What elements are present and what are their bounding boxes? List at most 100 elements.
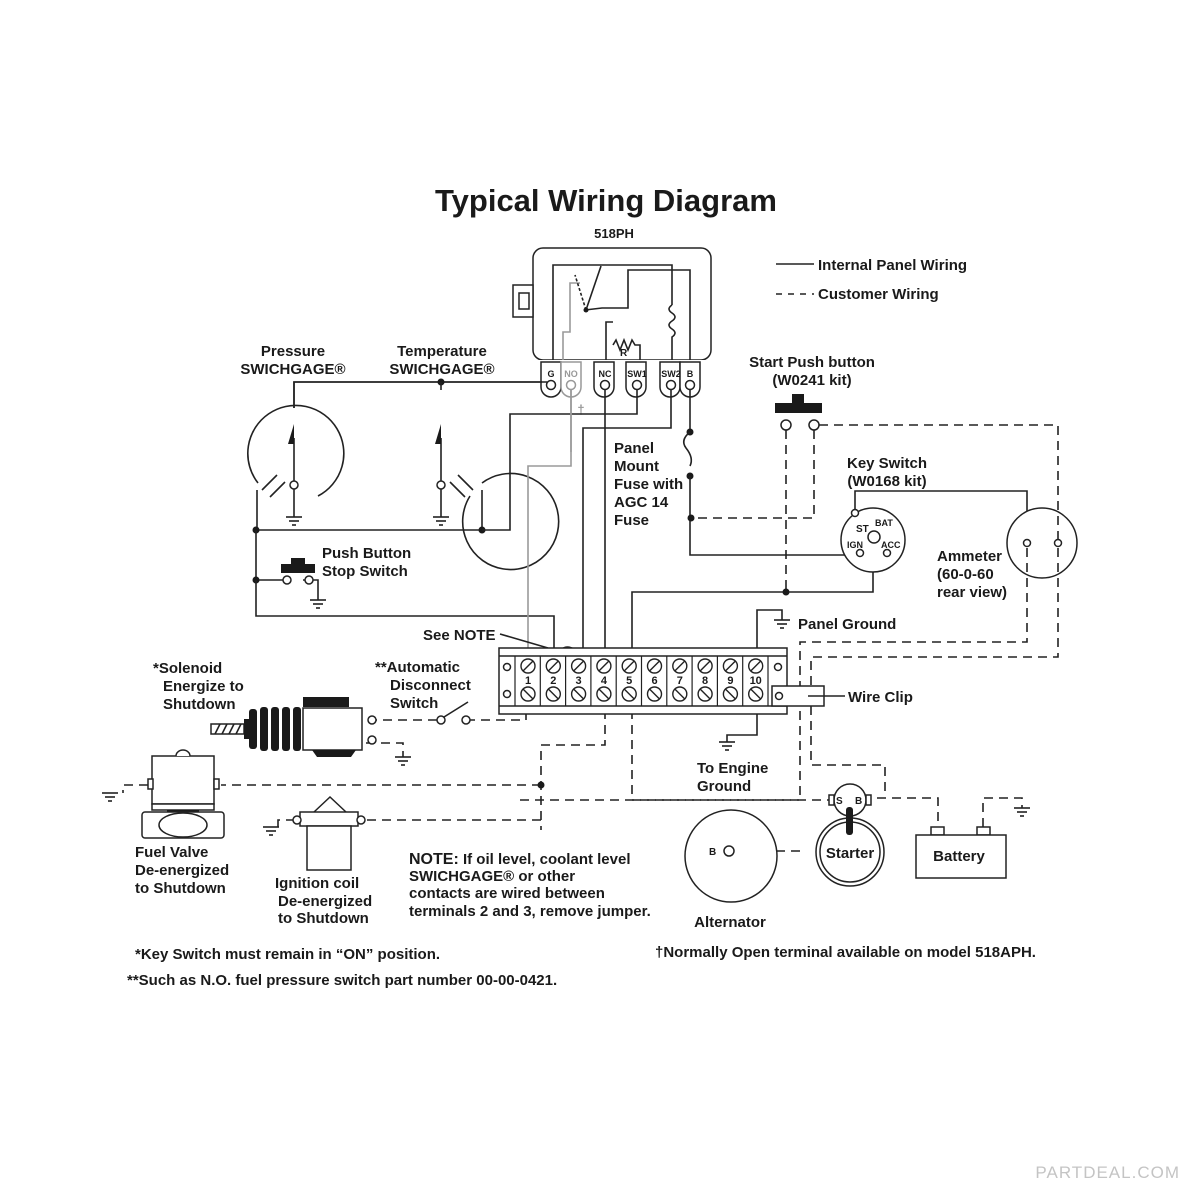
ground-icon <box>263 826 279 836</box>
note-line-1: If oil level, coolant level <box>459 851 631 868</box>
stop-switch-label-2: Stop Switch <box>322 563 408 580</box>
terminal-number: 6 <box>651 675 657 687</box>
terminal-6: 6 <box>640 656 663 706</box>
terminal-2: 2 <box>539 656 561 706</box>
ignition-coil-label-3: to Shutdown <box>278 910 369 927</box>
ammeter-label-1: Ammeter <box>937 548 1002 565</box>
518ph-unit: R G NO NC SW1 SW2 B † <box>512 247 712 417</box>
model-label: 518PH <box>594 226 634 241</box>
see-note-label: See NOTE <box>423 627 496 644</box>
alternator-label: Alternator <box>694 914 766 931</box>
wire-clip-label: Wire Clip <box>848 689 913 706</box>
dagger-mark: † <box>577 402 584 417</box>
terminal-7: 7 <box>666 656 688 706</box>
terminal-10: 10 <box>742 656 764 706</box>
terminal-number: 8 <box>702 675 708 687</box>
terminal-number: 3 <box>576 675 582 687</box>
fuse-label: Panel Mount Fuse with AGC 14 Fuse <box>614 440 683 529</box>
solenoid-label-2: Energize to <box>163 678 244 695</box>
key-st: ST <box>856 524 869 535</box>
ground-icon <box>774 619 790 629</box>
ammeter: Ammeter (60-0-60 rear view) <box>937 507 1078 601</box>
note-line-4: terminals 2 and 3, remove jumper. <box>409 903 651 920</box>
key-switch-label-2: (W0168 kit) <box>847 473 926 490</box>
terminal-sw2: SW2 <box>661 369 681 379</box>
terminal-number: 9 <box>727 675 733 687</box>
resistor-label: R <box>620 348 628 359</box>
ignition-coil-label-1: Ignition coil <box>275 875 359 892</box>
starter-terminal-s: S <box>836 796 843 807</box>
ground-icon <box>102 792 118 802</box>
terminal-number: 5 <box>626 675 632 687</box>
auto-disconnect-label-3: Switch <box>390 695 438 712</box>
footnote-key-switch: *Key Switch must remain in “ON” position… <box>135 946 440 963</box>
solenoid-label-1: *Solenoid <box>153 660 222 677</box>
terminal-number: 7 <box>677 675 683 687</box>
fuse-label-line: AGC 14 <box>614 494 669 511</box>
battery: Battery <box>915 826 1007 879</box>
start-button-label-2: (W0241 kit) <box>772 372 851 389</box>
key-bat: BAT <box>875 518 893 528</box>
fuel-valve-label-3: to Shutdown <box>135 880 226 897</box>
alternator-terminal: B <box>709 847 716 858</box>
battery-label: Battery <box>933 848 985 865</box>
footnote-normally-open: †Normally Open terminal available on mod… <box>655 944 1036 961</box>
start-push-button: Start Push button (W0241 kit) <box>749 354 875 431</box>
solenoid-label-3: Shutdown <box>163 696 235 713</box>
page-title: Typical Wiring Diagram <box>435 183 777 218</box>
legend-internal: Internal Panel Wiring <box>818 257 967 274</box>
ground-icon <box>310 599 326 609</box>
terminal-8: 8 <box>691 656 713 706</box>
fuse-icon <box>682 431 693 467</box>
start-button-label-1: Start Push button <box>749 354 875 371</box>
ground-icon <box>719 741 735 751</box>
ground-icon <box>395 756 411 766</box>
terminal-sw1: SW1 <box>627 369 647 379</box>
fuse-label-line: Mount <box>614 458 659 475</box>
terminal-1: 1 <box>514 656 536 706</box>
ammeter-label-2: (60-0-60 <box>937 566 994 583</box>
auto-disconnect-label-1: **Automatic <box>375 659 460 676</box>
resistor-icon <box>605 321 641 360</box>
ignition-coil: Ignition coil De-energized to Shutdown <box>275 795 372 927</box>
fuel-valve-label-2: De-energized <box>135 862 229 879</box>
key-ign: IGN <box>847 540 863 550</box>
solenoid: *Solenoid Energize to Shutdown <box>153 660 377 757</box>
automatic-disconnect-switch: **Automatic Disconnect Switch <box>375 659 471 725</box>
terminal-number: 10 <box>750 675 762 687</box>
terminal-number: 2 <box>550 675 556 687</box>
alternator: B Alternator <box>684 809 778 931</box>
note-bold: NOTE: <box>409 851 459 868</box>
terminal-g: G <box>547 369 554 379</box>
note-line-3: contacts are wired between <box>409 885 605 902</box>
terminal-no: NO <box>564 369 578 379</box>
ground-icon <box>1014 807 1030 817</box>
engine-ground-label-1: To Engine <box>697 760 768 777</box>
ammeter-label-3: rear view) <box>937 584 1007 601</box>
temperature-gage-label-1: Temperature <box>397 343 487 360</box>
key-acc: ACC <box>881 540 901 550</box>
stop-switch: Push Button Stop Switch <box>281 545 411 585</box>
fuel-valve-label-1: Fuel Valve <box>135 844 208 861</box>
footnote-such-as: **Such as N.O. fuel pressure switch part… <box>127 972 557 989</box>
terminal-4: 4 <box>590 656 612 706</box>
temperature-gage <box>433 424 560 571</box>
stop-switch-label-1: Push Button <box>322 545 411 562</box>
temperature-gage-label-2: SWICHGAGE® <box>389 361 494 378</box>
starter: S B Starter <box>815 783 885 887</box>
coil-icon <box>668 304 676 360</box>
note-block: NOTE: If oil level, coolant level SWICHG… <box>409 851 651 920</box>
legend-customer: Customer Wiring <box>818 286 939 303</box>
watermark: PARTDEAL.COM <box>1035 1163 1180 1182</box>
auto-disconnect-label-2: Disconnect <box>390 677 471 694</box>
terminal-3: 3 <box>564 656 587 706</box>
starter-label: Starter <box>826 845 875 862</box>
no-wire <box>527 390 572 660</box>
fuse-label-line: Panel <box>614 440 654 457</box>
terminal-nc: NC <box>599 369 612 379</box>
fuel-valve: Fuel Valve De-energized to Shutdown <box>135 749 229 897</box>
terminal-5: 5 <box>615 656 637 706</box>
key-switch: Key Switch (W0168 kit) ST BAT IGN ACC <box>840 455 927 573</box>
